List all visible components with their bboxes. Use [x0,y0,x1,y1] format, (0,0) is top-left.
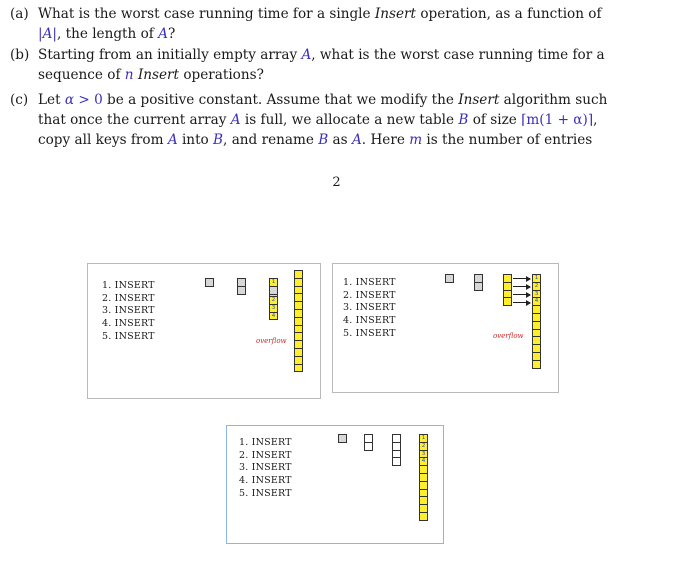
question-c: (c) Let α > 0 be a positive constant. As… [10,90,610,150]
array-cell [532,359,541,369]
insert-term: Insert [374,6,416,22]
text: algorithm such [499,92,608,108]
array-cell [419,511,428,521]
question-b-tag: (b) [10,47,30,63]
array-cell [338,434,347,443]
question-c-tag: (c) [10,92,29,108]
copy-arrow [513,291,531,298]
array-size-16 [294,270,303,373]
insert-item: 4. INSERT [343,315,396,327]
insert-list: 1. INSERT 2. INSERT 3. INSERT 4. INSERT … [239,437,292,501]
array-cell [364,441,373,451]
text: ? [167,26,176,42]
text: . Here [361,132,410,148]
text: is full, we allocate a new table [240,112,459,128]
array-cell: 4 [269,311,278,321]
copy-arrow [513,283,531,290]
insert-list: 1. INSERT 2. INSERT 3. INSERT 4. INSERT … [343,277,396,341]
text: that once the current array [38,112,231,128]
insert-item: 5. INSERT [239,487,292,499]
insert-item: 4. INSERT [239,475,292,487]
question-a: (a) What is the worst case running time … [10,4,610,44]
insert-item: 5. INSERT [343,327,396,339]
overflow-label: overflow [493,332,524,340]
text: as [328,132,352,148]
math-b: B [318,132,329,148]
text: Let [38,92,65,108]
text: sequence of [38,67,125,83]
math-m: m [409,132,423,148]
insert-item: 5. INSERT [102,330,155,342]
array-cell [503,297,512,307]
insert-item: 2. INSERT [102,292,155,304]
text: operations? [179,67,264,83]
math-a: A [230,112,241,128]
math-a: A [158,26,168,42]
math-size-expression: ⌈m(1 + α)⌉ [521,112,594,128]
copy-arrow [513,275,531,282]
text: operation, as a function of [416,6,602,22]
page-number: 2 [332,175,341,190]
array-size-1 [205,278,214,287]
insert-term: Insert [458,92,500,108]
insert-item: 3. INSERT [102,305,155,317]
diagram-panel-1: 1. INSERT 2. INSERT 3. INSERT 4. INSERT … [87,263,321,399]
text: , and rename [223,132,319,148]
array-size-1 [445,274,454,283]
insert-term: Insert [137,67,179,83]
insert-item: 2. INSERT [239,449,292,461]
text: What is the worst case running time for … [38,6,375,22]
question-a-tag: (a) [10,6,29,22]
array-size-2 [237,278,246,295]
math-a: A [167,132,178,148]
text: is the number of entries [422,132,593,148]
math-a: A [301,47,312,63]
array-size-4 [503,274,512,307]
array-size-16: 1 2 3 4 [419,434,428,521]
copy-arrow [513,299,531,306]
array-size-2 [364,434,373,451]
insert-list: 1. INSERT 2. INSERT 3. INSERT 4. INSERT … [102,280,155,344]
array-size-1 [338,434,347,443]
array-cell [392,457,401,467]
insert-item: 3. INSERT [239,462,292,474]
insert-item: 1. INSERT [343,277,396,288]
text: Starting from an initially empty array [38,47,302,63]
array-size-4 [392,434,401,467]
math-n: n [124,67,134,83]
math-b: B [458,112,469,128]
math-a: A [351,132,362,148]
diagram-panel-2: 1. INSERT 2. INSERT 3. INSERT 4. INSERT … [332,263,559,393]
math-b: B [213,132,224,148]
insert-item: 2. INSERT [343,289,396,301]
text: be a positive constant. Assume that we m… [102,92,459,108]
text: copy all keys from [38,132,168,148]
array-cell [294,363,303,373]
math-abs-a: |A| [38,26,57,42]
question-b: (b) Starting from an initially empty arr… [10,45,610,85]
diagram-panel-3: 1. INSERT 2. INSERT 3. INSERT 4. INSERT … [226,425,444,544]
overflow-label: overflow [256,337,287,345]
insert-item: 1. INSERT [239,437,292,448]
array-cell [237,285,246,295]
insert-item: 4. INSERT [102,318,155,330]
array-size-8: 2 3 4 [269,296,278,321]
array-cell [205,278,214,287]
array-cell [445,274,454,283]
text: into [177,132,214,148]
math-gt-zero: > 0 [74,92,103,108]
text: , what is the worst case running time fo… [311,47,605,63]
text: , the length of [56,26,159,42]
array-size-2 [474,274,483,291]
text: , [593,112,598,128]
text: of size [468,112,522,128]
array-size-16: 1 2 3 4 [532,274,541,369]
array-cell [474,281,483,291]
insert-item: 1. INSERT [102,280,155,291]
math-alpha: α [64,92,75,108]
insert-item: 3. INSERT [343,302,396,314]
